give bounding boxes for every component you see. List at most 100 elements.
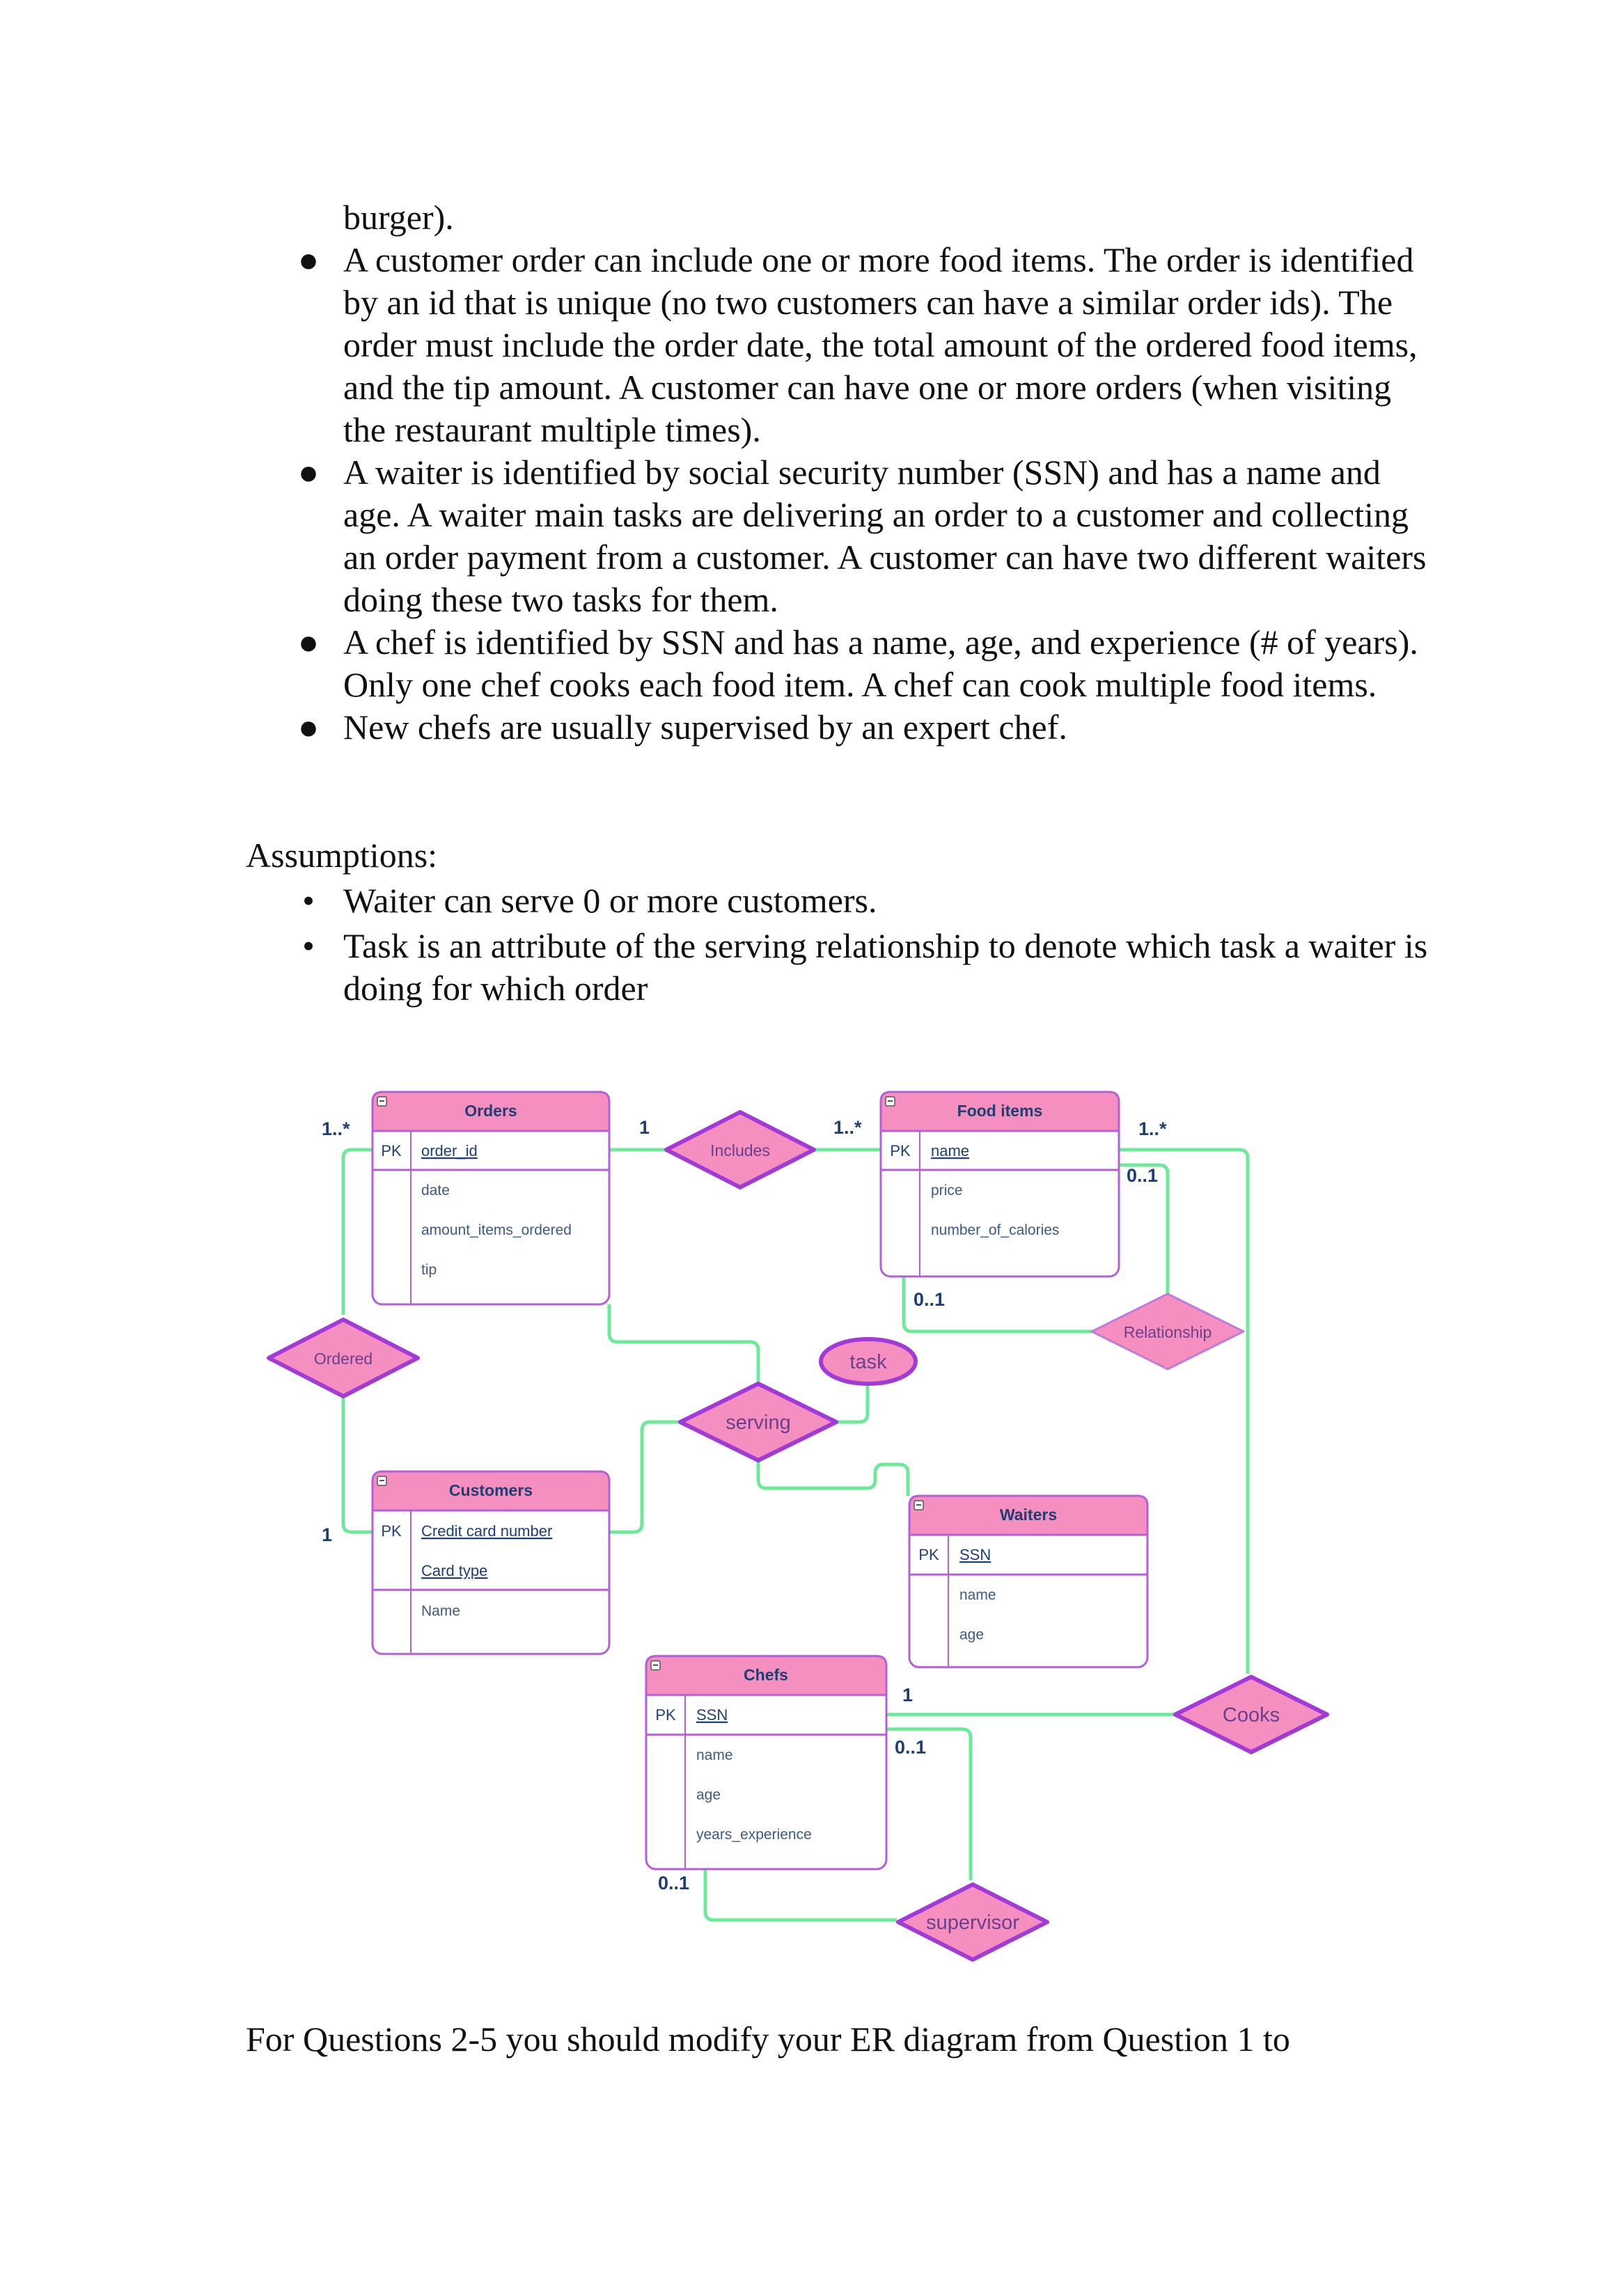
attribute-task[interactable]: task bbox=[819, 1337, 918, 1386]
pk-label: PK bbox=[655, 1706, 676, 1724]
cardinality-label: 0..1 bbox=[1127, 1165, 1158, 1186]
pk-label: PK bbox=[381, 1522, 402, 1540]
pk-attribute: order_id bbox=[421, 1142, 478, 1159]
connector-food-relationship-top bbox=[1119, 1163, 1170, 1294]
entity-orders[interactable]: Orders PK order_id date amount_items_ord… bbox=[371, 1091, 611, 1306]
attribute-label: task bbox=[849, 1351, 887, 1373]
connectors bbox=[341, 1148, 1250, 1922]
attribute: Name bbox=[421, 1603, 460, 1619]
pk-label: PK bbox=[918, 1546, 939, 1563]
list-item-text: New chefs are usually supervised by an e… bbox=[343, 708, 1067, 747]
cardinality-label: 1..* bbox=[833, 1117, 862, 1138]
cardinality-label: 1 bbox=[902, 1685, 913, 1705]
pk-attribute: Card type bbox=[421, 1562, 487, 1579]
bullet-icon: ● bbox=[297, 708, 320, 747]
entity-title: Customers bbox=[449, 1481, 533, 1499]
attribute: years_experience bbox=[696, 1827, 812, 1843]
pk-label: PK bbox=[381, 1142, 402, 1159]
cardinality-label: 0..1 bbox=[895, 1737, 926, 1758]
connector-serving-task bbox=[837, 1382, 870, 1424]
entity-customers[interactable]: Customers PK Credit card number Card typ… bbox=[371, 1470, 611, 1655]
bullet-icon: ● bbox=[297, 240, 320, 279]
bullet-icon: • bbox=[302, 926, 315, 965]
relationship-diamond bbox=[896, 1882, 1049, 1962]
assumptions-heading: Assumptions: bbox=[246, 836, 438, 875]
attribute: name bbox=[959, 1587, 996, 1603]
connector-food-relationship-bottom bbox=[902, 1276, 1092, 1334]
bullet-icon: ● bbox=[297, 623, 320, 662]
relationship-label: Includes bbox=[710, 1141, 770, 1159]
connector-ordered-customers bbox=[341, 1395, 373, 1534]
relationship-includes[interactable]: Includes bbox=[664, 1110, 816, 1189]
entity-title: Food items bbox=[957, 1102, 1043, 1120]
attribute: name bbox=[696, 1747, 733, 1763]
entity-header bbox=[371, 1091, 611, 1132]
pk-label: PK bbox=[890, 1142, 911, 1159]
connector-orders-ordered bbox=[341, 1148, 373, 1315]
entity-header bbox=[371, 1470, 611, 1512]
entity-header bbox=[908, 1494, 1149, 1536]
relationship-supervisor[interactable]: supervisor bbox=[896, 1882, 1049, 1962]
attribute: tip bbox=[421, 1262, 437, 1278]
relationship-label: supervisor bbox=[926, 1912, 1019, 1934]
cardinality-label: 1..* bbox=[322, 1118, 350, 1139]
connector-food-cooks bbox=[1119, 1148, 1250, 1673]
pk-attribute: SSN bbox=[959, 1546, 991, 1563]
relationship-diamond bbox=[1090, 1293, 1245, 1370]
cardinality-labels: 1..* 1 1..* 1..* 0..1 0..1 1 1 0..1 0..1 bbox=[322, 1117, 1167, 1893]
pk-attribute: name bbox=[931, 1142, 969, 1159]
entity-chefs[interactable]: Chefs PK SSN name age years_experience bbox=[645, 1655, 888, 1871]
relationship-ordered[interactable]: Ordered bbox=[267, 1318, 420, 1398]
requirements-list: ● A customer order can include one or mo… bbox=[0, 239, 1623, 749]
connector-chefs-supervisor-bottom bbox=[703, 1869, 897, 1922]
list-item: ● A customer order can include one or mo… bbox=[0, 239, 1429, 451]
relationship-diamond bbox=[664, 1110, 816, 1189]
relationship-relationship[interactable]: Relationship bbox=[1090, 1293, 1245, 1370]
entity-title: Chefs bbox=[744, 1666, 788, 1684]
list-item-text: Waiter can serve 0 or more customers. bbox=[343, 881, 877, 920]
connector-customers-serving bbox=[608, 1420, 679, 1534]
relationship-serving[interactable]: serving bbox=[678, 1382, 838, 1462]
entity-title: Orders bbox=[464, 1102, 517, 1120]
assumptions-list: • Waiter can serve 0 or more customers. … bbox=[0, 880, 1623, 1013]
cardinality-label: 0..1 bbox=[658, 1873, 689, 1893]
attribute: date bbox=[421, 1182, 450, 1198]
relationship-label: Cooks bbox=[1223, 1704, 1280, 1726]
attribute: price bbox=[931, 1182, 963, 1198]
list-item: • Task is an attribute of the serving re… bbox=[0, 925, 1429, 1010]
cardinality-label: 1 bbox=[639, 1117, 650, 1138]
footer-text: For Questions 2-5 you should modify your… bbox=[246, 2020, 1290, 2059]
list-item: ● New chefs are usually supervised by an… bbox=[0, 706, 1429, 749]
list-item-text: A waiter is identified by social securit… bbox=[343, 453, 1427, 619]
list-item: ● A chef is identified by SSN and has a … bbox=[0, 621, 1429, 706]
connector-chefs-supervisor-right bbox=[886, 1727, 973, 1880]
relationship-label: Ordered bbox=[314, 1350, 373, 1368]
list-item-text: A chef is identified by SSN and has a na… bbox=[343, 623, 1418, 704]
relationship-diamond bbox=[678, 1382, 838, 1462]
attribute-ellipse bbox=[819, 1337, 918, 1386]
relationship-cooks[interactable]: Cooks bbox=[1173, 1675, 1329, 1754]
relationship-diamond bbox=[1173, 1675, 1329, 1754]
connector-orders-serving bbox=[607, 1304, 760, 1384]
cardinality-label: 1..* bbox=[1138, 1118, 1167, 1139]
bullet-icon: ● bbox=[297, 453, 320, 492]
pk-attribute: Credit card number bbox=[421, 1522, 552, 1540]
pk-attribute: SSN bbox=[696, 1706, 728, 1724]
list-item-text: A customer order can include one or more… bbox=[343, 240, 1418, 449]
relationship-diamond bbox=[267, 1318, 420, 1398]
entity-header bbox=[879, 1091, 1120, 1132]
cardinality-label: 1 bbox=[322, 1524, 332, 1545]
attribute: number_of_calories bbox=[931, 1222, 1059, 1238]
cardinality-label: 0..1 bbox=[914, 1289, 945, 1310]
bullet-icon: • bbox=[302, 881, 315, 920]
relationship-label: serving bbox=[726, 1412, 791, 1434]
entity-food-items[interactable]: Food items PK name price number_of_calor… bbox=[879, 1091, 1120, 1278]
list-item: ● A waiter is identified by social secur… bbox=[0, 451, 1429, 621]
relationship-label: Relationship bbox=[1124, 1323, 1212, 1341]
entity-title: Waiters bbox=[1000, 1506, 1057, 1524]
list-item: • Waiter can serve 0 or more customers. bbox=[0, 880, 1429, 922]
attribute: amount_items_ordered bbox=[421, 1222, 572, 1238]
attribute: age bbox=[959, 1627, 984, 1643]
entity-waiters[interactable]: Waiters PK SSN name age bbox=[908, 1494, 1149, 1669]
